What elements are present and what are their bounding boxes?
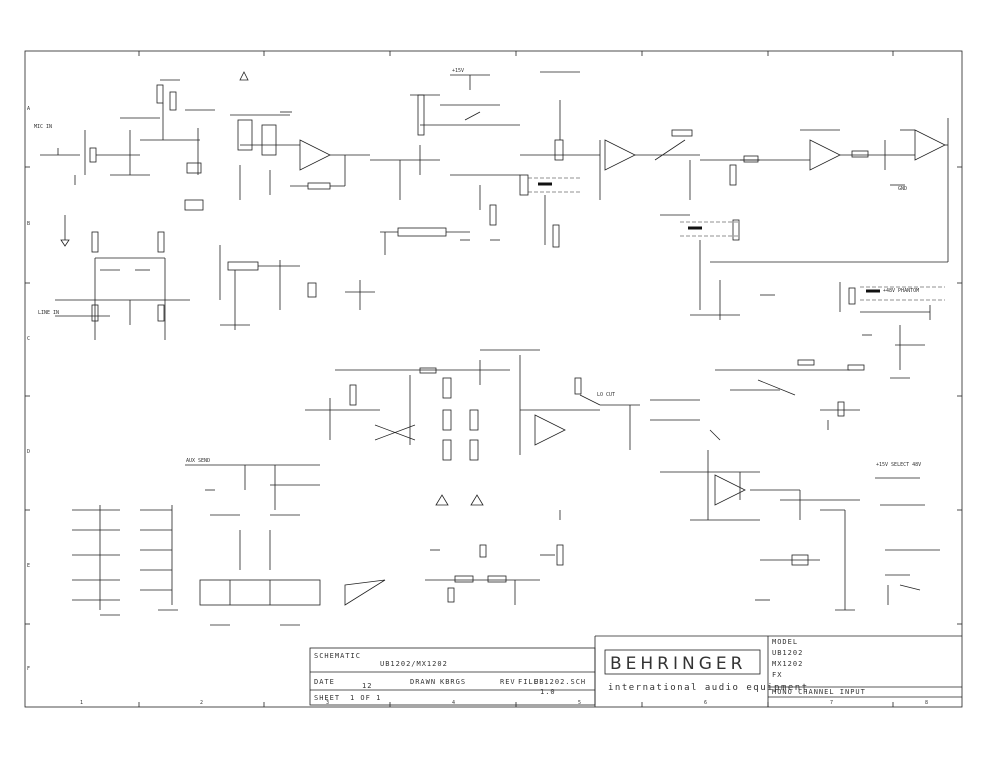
rev-value: 1.0 [540, 688, 556, 696]
file-label: FILE [518, 678, 539, 686]
row-label-c: C [27, 336, 30, 342]
brand-tagline: international audio equipment [608, 683, 809, 693]
model-line-3: MX1202 [772, 660, 803, 668]
row-label-d: D [27, 449, 30, 455]
rev-label: REV [500, 678, 516, 686]
col-label-5: 5 [578, 700, 581, 706]
sheet-border [24, 50, 963, 708]
left-supply-block [55, 215, 375, 340]
brand-logo: BEHRINGER [610, 654, 746, 674]
annot-aux-send: AUX SEND [186, 458, 210, 464]
file-value: UB1202.SCH [534, 678, 586, 686]
right-connector-block: +15V SELECT 48V [839, 282, 945, 468]
col-label-1: 1 [80, 700, 83, 706]
col-label-7: 7 [830, 700, 833, 706]
decoupling-capacitors [72, 464, 564, 626]
row-label-e: E [27, 563, 30, 569]
col-label-2: 2 [200, 700, 203, 706]
annot-lo-cut: LO CUT [597, 392, 615, 398]
row-labels: A B C D E F [27, 106, 30, 672]
drawn-value: KBRGS [440, 678, 466, 686]
annot-line-in: LINE IN [38, 310, 59, 316]
drawing-label: SCHEMATIC [314, 652, 361, 660]
col-label-6: 6 [704, 700, 707, 706]
row-label-a: A [27, 106, 30, 112]
row-label-f: F [27, 666, 30, 672]
sheet-value: 1 OF 1 [350, 694, 381, 702]
drawn-label: DRAWN [410, 678, 436, 686]
col-label-8: 8 [925, 700, 928, 706]
lower-signal-chain [305, 349, 940, 611]
sheet-label: SHEET [314, 694, 340, 702]
upper-signal-chain [40, 71, 949, 320]
title-block [309, 635, 962, 707]
power-select-label: +15V SELECT 48V [876, 462, 921, 468]
model-line-1: MODEL [772, 638, 798, 646]
model-line-2: UB1202 [772, 649, 803, 657]
title-block-text: SCHEMATIC UB1202/MX1202 DATE 12 DRAWN KB… [314, 638, 866, 702]
annot-phantom: +48V PHANTOM [883, 288, 919, 294]
col-label-3: 3 [326, 700, 329, 706]
annot-ground: GND [898, 186, 907, 192]
annot-mic-in: MIC IN [34, 124, 52, 130]
col-label-4: 4 [452, 700, 455, 706]
date-value: 12 [362, 682, 372, 690]
annot-power-rail: +15V [452, 68, 464, 74]
date-label: DATE [314, 678, 335, 686]
column-labels: 1 2 3 4 5 6 7 8 [80, 700, 928, 706]
model-line-4: FX [772, 671, 782, 679]
part-annotations: MIC IN LINE IN +48V PHANTOM LO CUT AUX S… [34, 68, 919, 464]
sheet-description: MONO CHANNEL INPUT [772, 688, 866, 696]
drawing-number: UB1202/MX1202 [380, 660, 448, 668]
row-label-b: B [27, 221, 30, 227]
